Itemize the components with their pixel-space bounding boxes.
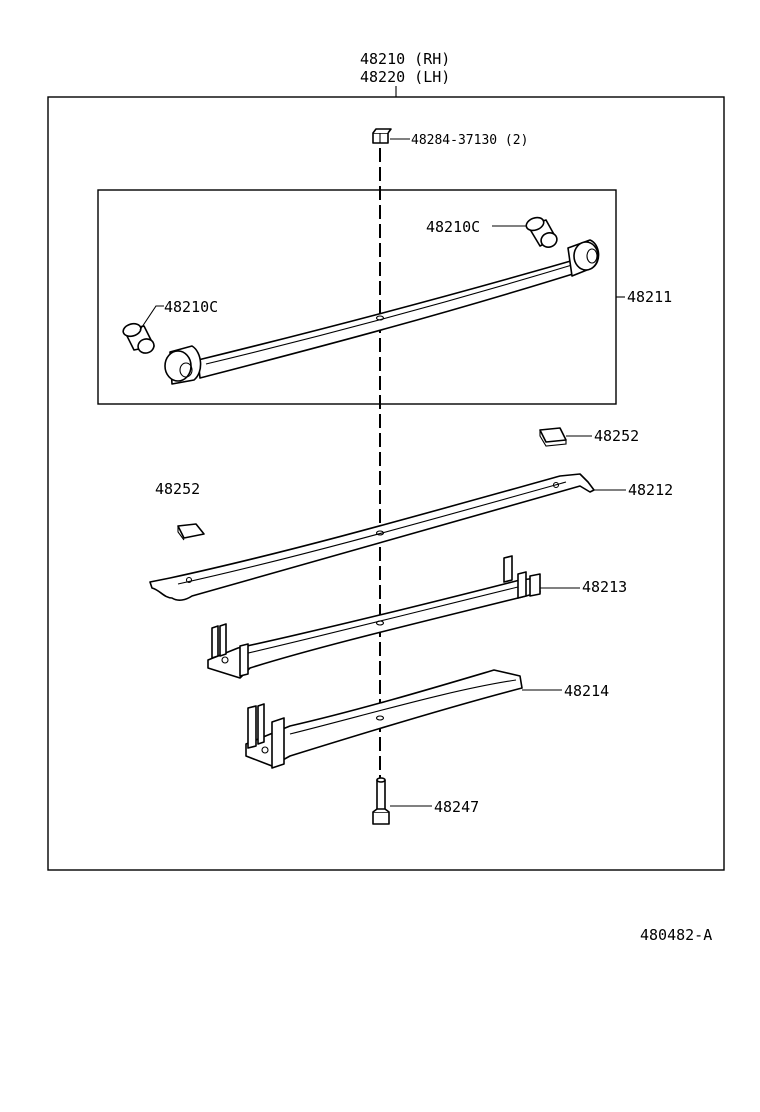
clip-left-part <box>177 523 205 541</box>
assembly-frame <box>47 96 725 871</box>
clip-right-part <box>539 427 567 447</box>
clip-right-label: 48252 <box>594 427 639 445</box>
leaf-2-part <box>149 473 595 601</box>
center-bolt-label: 48247 <box>434 798 479 816</box>
main-leaf-label: 48211 <box>627 288 672 306</box>
center-bolt-part <box>372 777 390 825</box>
leaf-3-part <box>207 555 541 679</box>
nut-part <box>372 128 392 144</box>
clip-left-label: 48252 <box>155 480 200 498</box>
leaf-3-label: 48213 <box>582 578 627 596</box>
leaf-4-label: 48214 <box>564 682 609 700</box>
bushing-right-part <box>525 216 558 248</box>
bushing-left-leader <box>139 305 164 331</box>
leaf-2-label: 48212 <box>628 481 673 499</box>
assembly-lh-label: 48220 (LH) <box>360 68 450 86</box>
main-leaf-part <box>164 239 600 385</box>
bushing-left-part <box>122 322 155 354</box>
nut-label: 48284-37130 (2) <box>411 133 528 148</box>
assembly-rh-label: 48210 (RH) <box>360 50 450 68</box>
bushing-right-label: 48210C <box>426 218 480 236</box>
figure-code: 480482-A <box>640 926 712 944</box>
bushing-left-label: 48210C <box>164 298 218 316</box>
leaf-4-part <box>245 669 523 769</box>
